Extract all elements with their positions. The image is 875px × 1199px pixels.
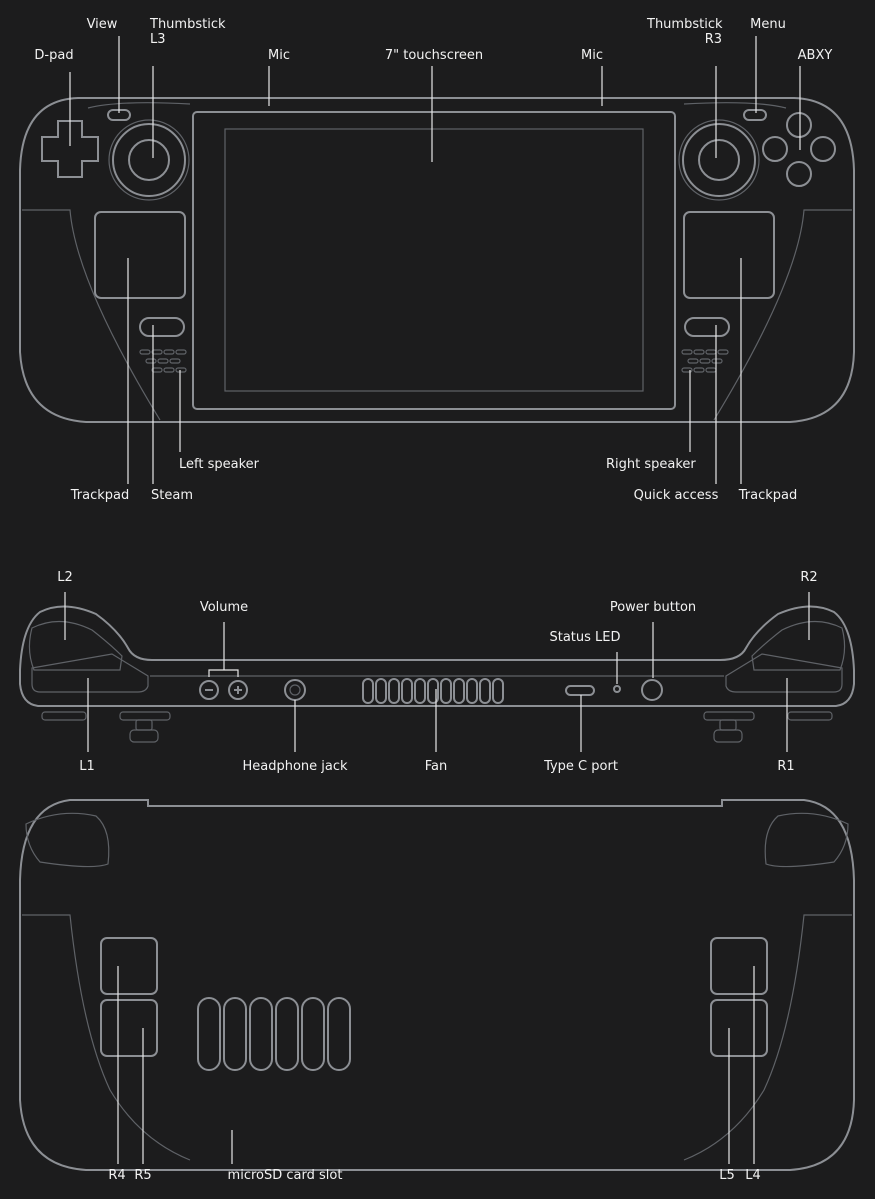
back-contour-right [683, 914, 852, 1161]
label-left-speaker: Left speaker [179, 457, 259, 472]
label-abxy: ABXY [797, 48, 833, 63]
thumbstick-peek-left [41, 711, 171, 743]
l5-button [710, 999, 768, 1057]
label-touchscreen: 7" touchscreen [384, 48, 484, 63]
top-leader-lines [64, 592, 810, 752]
label-right-speaker: Right speaker [606, 457, 696, 472]
label-microsd: microSD card slot [227, 1168, 343, 1183]
label-steam: Steam [151, 488, 193, 503]
back-grip-right [764, 812, 849, 868]
label-fan: Fan [424, 759, 448, 774]
type-c-port-icon [565, 685, 595, 696]
back-contour-left [22, 914, 191, 1161]
headphone-jack-icon [284, 679, 306, 701]
power-button-icon [641, 679, 663, 701]
label-thumbstick-right: Thumbstick R3 [647, 17, 723, 47]
label-l2: L2 [57, 570, 73, 585]
label-quick-access: Quick access [633, 488, 719, 503]
back-grip-left [25, 812, 110, 868]
steam-button [139, 317, 185, 337]
button-y-icon [786, 112, 812, 138]
r1-bumper [725, 653, 843, 693]
r4-button [100, 937, 158, 995]
volume-plus-icon [228, 680, 248, 700]
r2-trigger [751, 620, 846, 671]
button-a-icon [786, 161, 812, 187]
label-r4: R4 [108, 1168, 126, 1183]
touchscreen-display [224, 128, 644, 392]
l2-trigger [28, 620, 123, 671]
volume-minus-icon [199, 680, 219, 700]
status-led-icon [613, 685, 621, 693]
thumbstick-peek-right [703, 711, 833, 743]
front-body-outline [19, 97, 855, 423]
label-trackpad-right: Trackpad [738, 488, 798, 503]
menu-button [743, 109, 767, 121]
label-volume: Volume [199, 600, 249, 615]
back-vents [197, 997, 351, 1071]
label-dpad: D-pad [34, 48, 74, 63]
button-x-icon [762, 136, 788, 162]
front-top-ridge [87, 102, 787, 109]
label-r2: R2 [800, 570, 818, 585]
front-grip-right [713, 209, 852, 421]
label-l1: L1 [79, 759, 95, 774]
thumbstick-right-base [682, 123, 756, 197]
thumbstick-right-ring [678, 119, 760, 201]
label-menu: Menu [750, 17, 786, 32]
label-thumbstick-left: Thumbstick L3 [150, 17, 226, 47]
back-body-outline [19, 799, 855, 1171]
fan-vents [362, 678, 504, 704]
front-view [19, 36, 855, 484]
thumbstick-right-cap [698, 139, 740, 181]
quick-access-button [684, 317, 730, 337]
label-status-led: Status LED [549, 630, 621, 645]
dpad-icon [41, 120, 99, 178]
l1-bumper [31, 653, 149, 693]
label-l4: L4 [745, 1168, 761, 1183]
label-l5: L5 [719, 1168, 735, 1183]
back-view [19, 799, 855, 1171]
r5-button [100, 999, 158, 1057]
label-trackpad-left: Trackpad [70, 488, 130, 503]
label-headphone-jack: Headphone jack [242, 759, 348, 774]
screen-bezel [192, 111, 676, 410]
l4-button [710, 937, 768, 995]
thumbstick-left-cap [128, 139, 170, 181]
thumbstick-left-ring [108, 119, 190, 201]
label-r1: R1 [777, 759, 795, 774]
button-b-icon [810, 136, 836, 162]
label-mic-left: Mic [268, 48, 290, 63]
top-view [19, 592, 855, 752]
label-type-c-port: Type C port [544, 759, 618, 774]
trackpad-right [683, 211, 775, 299]
label-r5: R5 [134, 1168, 152, 1183]
trackpad-left [94, 211, 186, 299]
label-view: View [86, 17, 118, 32]
front-grip-left [22, 209, 161, 421]
right-speaker-grille [681, 349, 729, 373]
label-mic-right: Mic [581, 48, 603, 63]
thumbstick-left-base [112, 123, 186, 197]
back-leader-lines [117, 966, 755, 1164]
label-power-button: Power button [609, 600, 697, 615]
front-leader-lines [69, 36, 801, 484]
left-speaker-grille [139, 349, 187, 373]
top-body-outline [19, 605, 855, 707]
